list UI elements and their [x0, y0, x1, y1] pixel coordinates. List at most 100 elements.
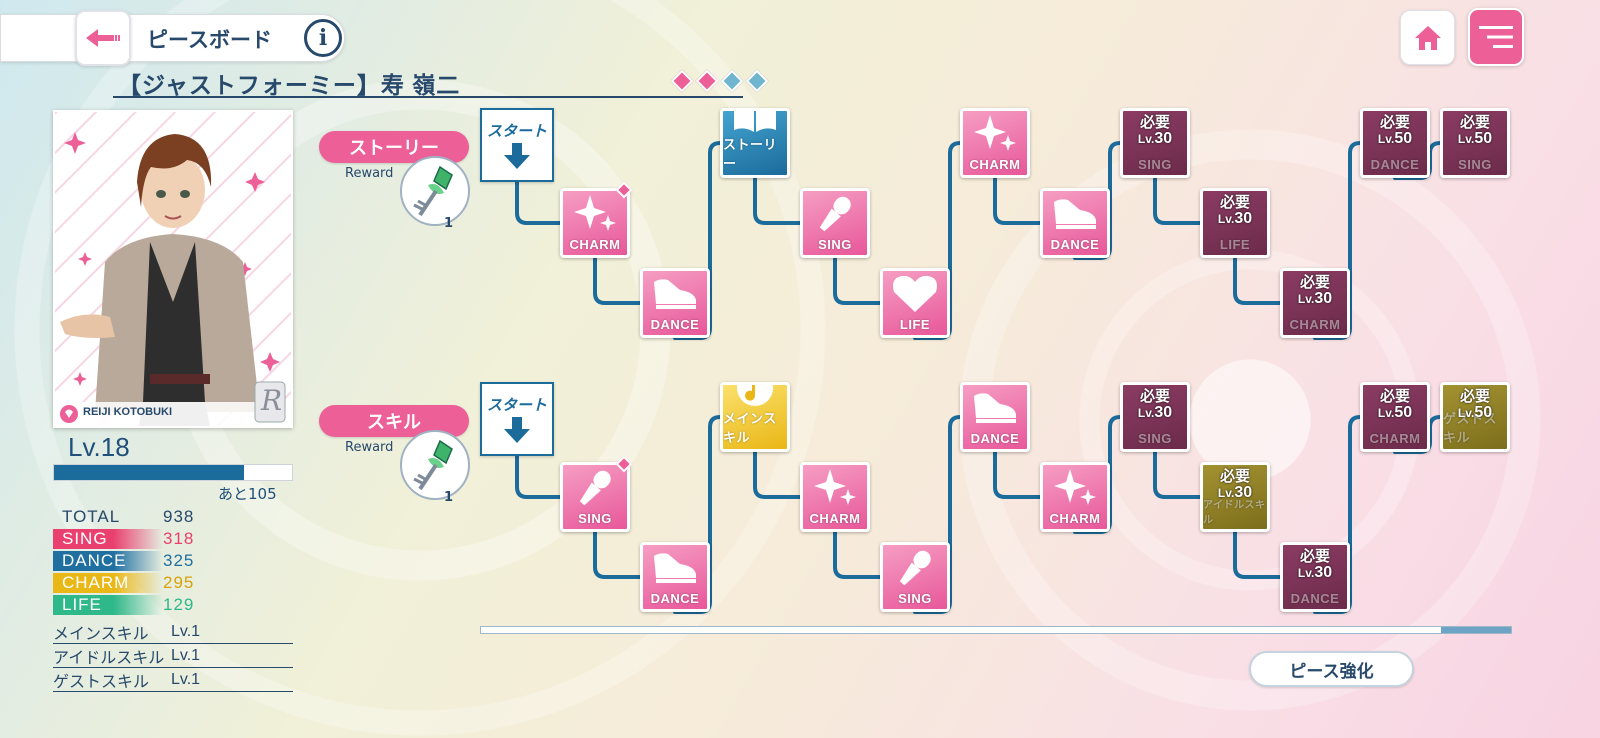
stat-label: LIFE: [53, 594, 163, 615]
piece-node-label: メインスキル: [723, 411, 777, 445]
piece-node-label: DANCE: [1370, 157, 1420, 172]
menu-button[interactable]: [1468, 8, 1524, 66]
piece-node-label: DANCE: [1290, 591, 1340, 606]
stat-label: CHARM: [53, 572, 163, 593]
card-name: 【ジャストフォーミー】寿 嶺二: [118, 72, 461, 98]
piece-node-charm[interactable]: CHARM: [560, 188, 630, 258]
board-scrollbar[interactable]: [480, 626, 1512, 634]
requirement-level: Lv.50: [1377, 403, 1413, 421]
skill-name: アイドルスキル: [53, 649, 165, 667]
info-icon: i: [318, 25, 328, 51]
piece-node-sing[interactable]: SING: [800, 188, 870, 258]
shoe-icon: [643, 271, 707, 317]
back-arrow-icon: [86, 29, 120, 47]
piece-node-sing[interactable]: SING: [560, 462, 630, 532]
board-scrollbar-thumb[interactable]: [1441, 627, 1511, 633]
menu-icon: [1479, 26, 1513, 48]
start-node[interactable]: スタート: [480, 108, 554, 182]
mic-icon: [803, 191, 867, 237]
reward-item[interactable]: [400, 430, 470, 500]
piece-node-charm[interactable]: CHARM: [800, 462, 870, 532]
heart-icon: [883, 271, 947, 317]
start-node[interactable]: スタート: [480, 382, 554, 456]
piece-node-dance[interactable]: DANCE: [1040, 188, 1110, 258]
piece-node-charm[interactable]: CHARM: [960, 108, 1030, 178]
requirement-level-value: 30: [1314, 289, 1333, 307]
reward-item[interactable]: [400, 156, 470, 226]
piece-enhance-button[interactable]: ピース強化: [1249, 651, 1414, 687]
piece-node-label: CHARM: [1049, 511, 1101, 526]
requirement-level-value: 30: [1154, 129, 1173, 147]
stat-label: DANCE: [53, 550, 163, 571]
info-button[interactable]: i: [304, 19, 342, 57]
piece-node-dance[interactable]: DANCE: [960, 382, 1030, 452]
piece-node-label: DANCE: [970, 431, 1020, 446]
requirement-level-value: 50: [1474, 129, 1493, 147]
requirement-label: 必要: [1379, 388, 1410, 405]
requirement-level-value: 30: [1154, 403, 1173, 421]
sparkle-icon: [963, 111, 1027, 157]
piece-node-ストーリー[interactable]: ストーリー: [720, 108, 790, 178]
requirement-label: 必要: [1139, 114, 1170, 131]
mic-icon: [883, 545, 947, 591]
piece-node-label: DANCE: [1050, 237, 1100, 252]
exp-remaining: あと105: [218, 485, 277, 503]
back-button[interactable]: [75, 10, 131, 66]
requirement-level: Lv.50: [1457, 403, 1493, 421]
piece-node-label: CHARM: [1369, 431, 1421, 446]
title-bar: [0, 14, 345, 62]
rarity-diamonds: [670, 69, 769, 93]
connector-segment: [593, 256, 642, 305]
idol-card-portrait[interactable]: REIJI KOTOBUKI R: [53, 110, 293, 428]
requirement-label: 必要: [1299, 274, 1330, 291]
rarity-diamond: [720, 69, 744, 93]
requirement-level-value: 50: [1474, 403, 1493, 421]
idol-name-tag: REIJI KOTOBUKI: [83, 406, 173, 418]
stat-value: 938: [163, 506, 195, 526]
home-icon: [1414, 25, 1441, 50]
requirement-level: Lv.30: [1217, 209, 1253, 227]
skill-level: Lv.1: [171, 670, 201, 688]
connector-segment: [833, 256, 882, 305]
requirement-level: Lv.30: [1297, 289, 1333, 307]
connector-segment: [1233, 256, 1282, 305]
sparkle-icon: [563, 191, 627, 237]
piece-node-life[interactable]: LIFE: [880, 268, 950, 338]
shoe-icon: [643, 545, 707, 591]
piece-node-label: LIFE: [899, 317, 931, 332]
connector-segment: [1233, 530, 1282, 579]
skill-name: メインスキル: [53, 625, 149, 643]
piece-node-charm[interactable]: CHARM: [1040, 462, 1110, 532]
piece-node-label: SING: [1138, 157, 1172, 172]
rarity-diamond: [745, 69, 769, 93]
piece-node-メインスキル[interactable]: メインスキル: [720, 382, 790, 452]
home-button[interactable]: [1400, 10, 1455, 65]
piece-node-dance[interactable]: DANCE: [640, 542, 710, 612]
sparkle-icon: [803, 465, 867, 511]
idol-illustration: [55, 112, 291, 426]
piece-node-dance[interactable]: DANCE: [640, 268, 710, 338]
piece-node-sing[interactable]: SING: [880, 542, 950, 612]
exp-bar: [53, 464, 293, 481]
